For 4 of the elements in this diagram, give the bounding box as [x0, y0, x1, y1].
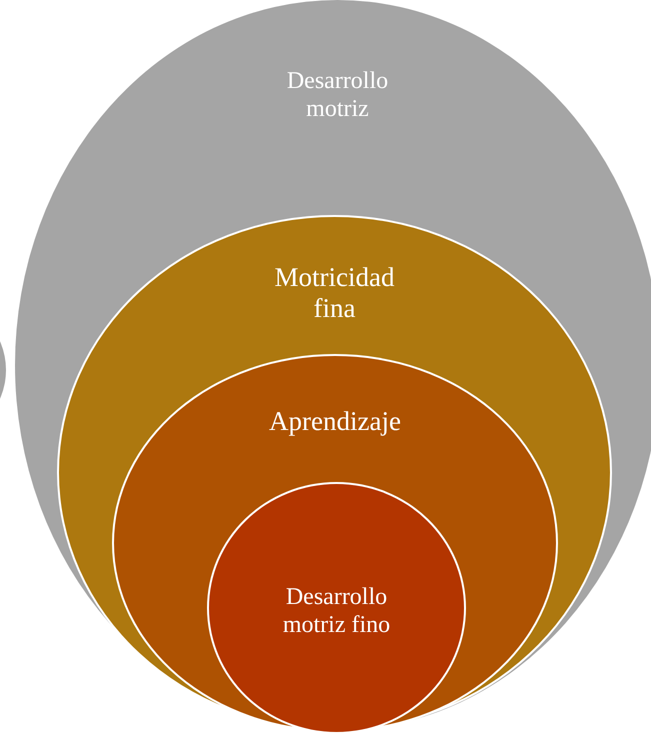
- circle-label: Motricidad fina: [274, 262, 396, 324]
- circle-label: Desarrollo motriz: [286, 68, 390, 124]
- circle-label: Aprendizaje: [268, 406, 402, 438]
- circle-label: Desarrollo motriz fino: [282, 584, 392, 640]
